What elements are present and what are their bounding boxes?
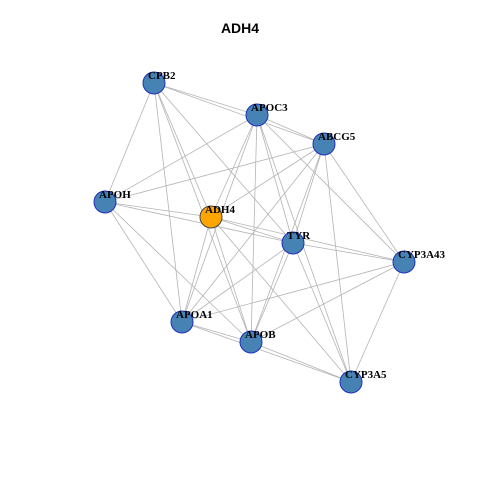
edge-tyr-apob xyxy=(250,242,294,343)
node-circle-adh4[interactable] xyxy=(199,205,223,229)
edge-apoc3-cyp3a5 xyxy=(256,114,352,383)
node-circle-tyr[interactable] xyxy=(281,231,305,255)
node-circle-abcg5[interactable] xyxy=(312,132,336,156)
edge-abcg5-apoa1 xyxy=(181,143,325,323)
node-label-apoa1: APOA1 xyxy=(176,309,213,321)
edge-abcg5-apoh xyxy=(104,143,325,203)
node-label-abcg5: ABCG5 xyxy=(318,131,356,143)
edge-apoc3-tyr xyxy=(256,114,294,244)
node-label-apoh: APOH xyxy=(99,189,131,201)
edge-adh4-apob xyxy=(210,216,252,343)
edge-cpb2-adh4 xyxy=(153,82,212,218)
node-label-cyp3a43: CYP3A43 xyxy=(398,249,446,261)
node-circle-cpb2[interactable] xyxy=(142,71,166,95)
node-label-tyr: TYR xyxy=(287,230,311,242)
edge-apoc3-cyp3a43 xyxy=(256,114,405,263)
node-circle-apoa1[interactable] xyxy=(170,310,194,334)
node-circle-cyp3a5[interactable] xyxy=(339,370,363,394)
edge-cyp3a43-apob xyxy=(250,261,405,343)
node-cyp3a43[interactable]: CYP3A43 xyxy=(392,249,446,274)
edge-adh4-cyp3a43 xyxy=(210,216,405,263)
edge-apoc3-apoh xyxy=(104,114,258,203)
edge-cpb2-apoa1 xyxy=(153,82,183,323)
node-adh4[interactable]: ADH4 xyxy=(199,204,235,229)
node-apoh[interactable]: APOH xyxy=(93,189,131,214)
edge-abcg5-cyp3a5 xyxy=(323,143,352,383)
edge-apoh-apob xyxy=(104,201,252,343)
edge-layer xyxy=(104,82,405,383)
node-label-cyp3a5: CYP3A5 xyxy=(345,369,387,381)
edge-cpb2-abcg5 xyxy=(153,82,325,145)
edge-apoh-tyr xyxy=(104,201,294,244)
edge-adh4-tyr xyxy=(210,216,294,244)
node-apob[interactable]: APOB xyxy=(239,329,276,354)
edge-apoc3-apob xyxy=(250,114,258,343)
node-circle-apoh[interactable] xyxy=(93,190,117,214)
edge-apoh-adh4 xyxy=(104,201,212,218)
node-cyp3a5[interactable]: CYP3A5 xyxy=(339,369,387,394)
edge-adh4-apoa1 xyxy=(181,216,212,323)
edge-apoa1-cyp3a5 xyxy=(181,321,352,383)
node-label-apob: APOB xyxy=(245,329,276,341)
edge-cyp3a43-apoa1 xyxy=(181,261,405,323)
node-apoa1[interactable]: APOA1 xyxy=(170,309,213,334)
node-circle-apob[interactable] xyxy=(239,330,263,354)
node-circle-apoc3[interactable] xyxy=(245,103,269,127)
edge-adh4-cyp3a5 xyxy=(210,216,352,383)
edge-cpb2-tyr xyxy=(153,82,294,244)
node-label-adh4: ADH4 xyxy=(205,204,235,216)
node-label-cpb2: CPB2 xyxy=(148,70,176,82)
graph-title: ADH4 xyxy=(220,20,260,36)
edge-tyr-cyp3a43 xyxy=(292,242,405,263)
edge-apoa1-apob xyxy=(181,321,252,343)
edge-abcg5-tyr xyxy=(292,143,325,244)
edge-cpb2-apoc3 xyxy=(153,82,258,116)
node-label-apoc3: APOC3 xyxy=(251,102,288,114)
edge-apoc3-adh4 xyxy=(210,114,258,218)
edge-cyp3a43-cyp3a5 xyxy=(350,261,405,383)
node-circle-cyp3a43[interactable] xyxy=(392,250,416,274)
node-tyr[interactable]: TYR xyxy=(281,230,311,255)
edge-cpb2-apoh xyxy=(104,82,155,203)
edge-apoc3-abcg5 xyxy=(256,114,325,145)
edge-tyr-cyp3a5 xyxy=(292,242,352,383)
edge-abcg5-cyp3a43 xyxy=(323,143,405,263)
edge-apoh-apoa1 xyxy=(104,201,183,323)
edge-tyr-apoa1 xyxy=(181,242,294,323)
edge-apob-cyp3a5 xyxy=(250,341,352,383)
edge-abcg5-adh4 xyxy=(210,143,325,218)
node-cpb2[interactable]: CPB2 xyxy=(142,70,176,95)
node-apoc3[interactable]: APOC3 xyxy=(245,102,288,127)
node-abcg5[interactable]: ABCG5 xyxy=(312,131,356,156)
